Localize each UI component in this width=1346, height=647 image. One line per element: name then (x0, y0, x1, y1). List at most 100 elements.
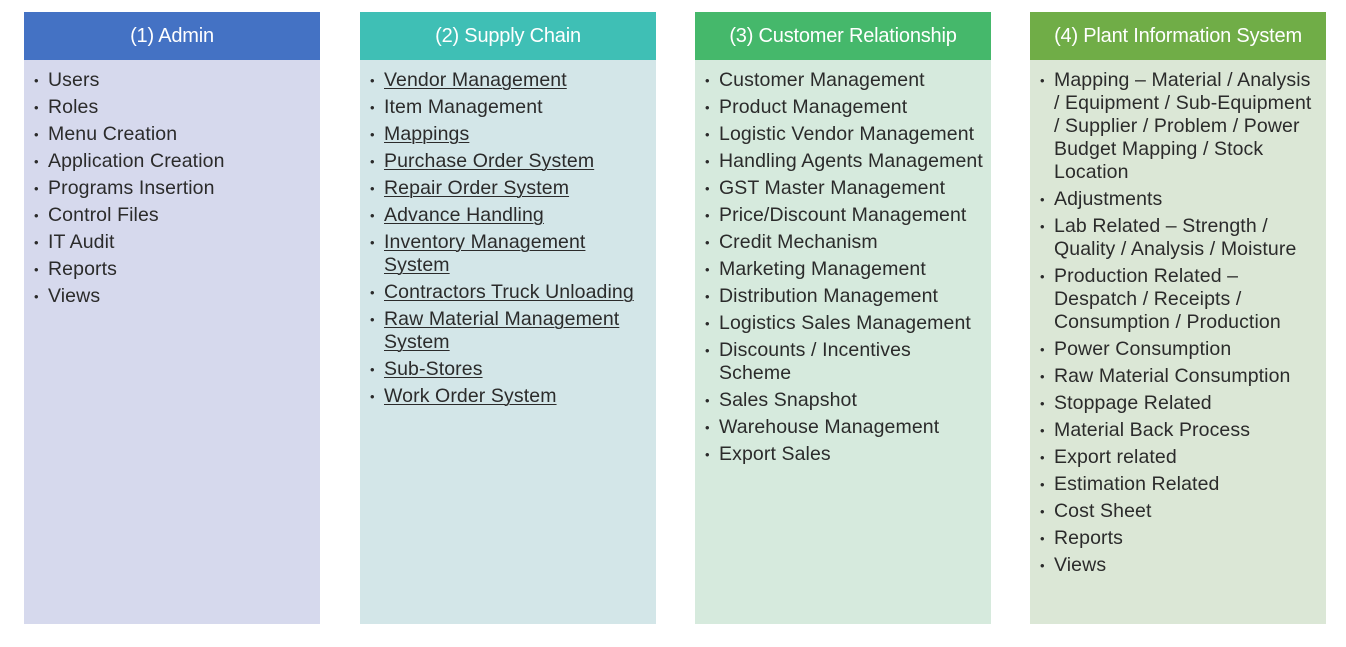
list-item-label: Distribution Management (719, 285, 939, 307)
list-item-label: Control Files (48, 204, 159, 226)
list-item-label: Credit Mechanism (719, 231, 878, 253)
list-item: Programs Insertion (34, 177, 312, 200)
list-item-label: Customer Management (719, 69, 925, 91)
list-item: Power Consumption (1040, 338, 1318, 361)
module-link-item[interactable]: Sub-Stores (370, 358, 648, 381)
list-item: Estimation Related (1040, 473, 1318, 496)
list-item: Credit Mechanism (705, 231, 983, 254)
list-item: Control Files (34, 204, 312, 227)
column-body-supply-chain: Vendor ManagementItem ManagementMappings… (360, 60, 656, 624)
list-item-label: Item Management (384, 96, 543, 118)
list-item-label: GST Master Management (719, 177, 946, 199)
list-item: IT Audit (34, 231, 312, 254)
column-admin: (1) Admin UsersRolesMenu CreationApplica… (24, 12, 320, 624)
module-link-item[interactable]: Purchase Order System (370, 150, 648, 173)
list-item: Menu Creation (34, 123, 312, 146)
list-item-label: Cost Sheet (1054, 500, 1152, 522)
module-link-item[interactable]: Inventory Management System (370, 231, 648, 277)
module-link-item[interactable]: Advance Handling (370, 204, 648, 227)
list-item-label: Price/Discount Management (719, 204, 967, 226)
list-item-label: Mapping – Material / Analysis / Equipmen… (1054, 69, 1312, 183)
list-item: Warehouse Management (705, 416, 983, 439)
customer-relationship-item-list: Customer ManagementProduct ManagementLog… (705, 69, 983, 466)
list-item: Reports (1040, 527, 1318, 550)
list-item-label: Raw Material Management System (384, 308, 620, 353)
list-item: Discounts / Incentives Scheme (705, 339, 983, 385)
list-item: Customer Management (705, 69, 983, 92)
list-item: Cost Sheet (1040, 500, 1318, 523)
list-item-label: Purchase Order System (384, 150, 595, 172)
list-item-label: Warehouse Management (719, 416, 940, 438)
list-item-label: Vendor Management (384, 69, 567, 91)
column-header-supply-chain: (2) Supply Chain (360, 12, 656, 60)
list-item: GST Master Management (705, 177, 983, 200)
list-item: Logistics Sales Management (705, 312, 983, 335)
list-item-label: Export Sales (719, 443, 831, 465)
column-header-admin: (1) Admin (24, 12, 320, 60)
list-item: Export Sales (705, 443, 983, 466)
list-item: Material Back Process (1040, 419, 1318, 442)
list-item-label: Power Consumption (1054, 338, 1232, 360)
list-item-label: Roles (48, 96, 99, 118)
column-body-customer-relationship: Customer ManagementProduct ManagementLog… (695, 60, 991, 624)
list-item-label: Logistics Sales Management (719, 312, 971, 334)
list-item-label: Repair Order System (384, 177, 570, 199)
list-item-label: Programs Insertion (48, 177, 215, 199)
column-body-admin: UsersRolesMenu CreationApplication Creat… (24, 60, 320, 624)
list-item-label: Raw Material Consumption (1054, 365, 1291, 387)
list-item-label: Adjustments (1054, 188, 1163, 210)
column-supply-chain: (2) Supply Chain Vendor ManagementItem M… (360, 12, 656, 624)
list-item-label: Export related (1054, 446, 1177, 468)
list-item-label: IT Audit (48, 231, 115, 253)
module-link-item[interactable]: Raw Material Management System (370, 308, 648, 354)
list-item-label: Marketing Management (719, 258, 926, 280)
list-item: Raw Material Consumption (1040, 365, 1318, 388)
list-item: Production Related – Despatch / Receipts… (1040, 265, 1318, 334)
list-item-label: Logistic Vendor Management (719, 123, 975, 145)
list-item: Item Management (370, 96, 648, 119)
column-customer-relationship: (3) Customer Relationship Customer Manag… (695, 12, 991, 624)
list-item-label: Production Related – Despatch / Receipts… (1054, 265, 1281, 333)
list-item: Export related (1040, 446, 1318, 469)
list-item-label: Material Back Process (1054, 419, 1251, 441)
module-link-item[interactable]: Work Order System (370, 385, 648, 408)
column-header-plant-information-system: (4) Plant Information System (1030, 12, 1326, 60)
list-item: Sales Snapshot (705, 389, 983, 412)
list-item-label: Estimation Related (1054, 473, 1220, 495)
module-link-item[interactable]: Repair Order System (370, 177, 648, 200)
module-link-item[interactable]: Vendor Management (370, 69, 648, 92)
list-item-label: Lab Related – Strength / Quality / Analy… (1054, 215, 1297, 260)
list-item: Roles (34, 96, 312, 119)
list-item-label: Views (48, 285, 101, 307)
list-item-label: Views (1054, 554, 1107, 576)
list-item-label: Users (48, 69, 100, 91)
list-item-label: Application Creation (48, 150, 225, 172)
list-item: Product Management (705, 96, 983, 119)
list-item-label: Work Order System (384, 385, 557, 407)
column-plant-information-system: (4) Plant Information System Mapping – M… (1030, 12, 1326, 624)
list-item: Adjustments (1040, 188, 1318, 211)
list-item-label: Reports (48, 258, 117, 280)
admin-item-list: UsersRolesMenu CreationApplication Creat… (34, 69, 312, 308)
list-item-label: Sub-Stores (384, 358, 483, 380)
list-item-label: Menu Creation (48, 123, 178, 145)
list-item: Views (1040, 554, 1318, 577)
plant-information-system-item-list: Mapping – Material / Analysis / Equipmen… (1040, 69, 1318, 577)
list-item: Application Creation (34, 150, 312, 173)
column-header-customer-relationship: (3) Customer Relationship (695, 12, 991, 60)
list-item-label: Inventory Management System (384, 231, 586, 276)
list-item-label: Mappings (384, 123, 470, 145)
list-item-label: Advance Handling (384, 204, 544, 226)
list-item-label: Product Management (719, 96, 908, 118)
list-item: Marketing Management (705, 258, 983, 281)
list-item: Views (34, 285, 312, 308)
list-item-label: Handling Agents Management (719, 150, 983, 172)
module-link-item[interactable]: Contractors Truck Unloading (370, 281, 648, 304)
list-item: Reports (34, 258, 312, 281)
supply-chain-item-list: Vendor ManagementItem ManagementMappings… (370, 69, 648, 408)
list-item: Lab Related – Strength / Quality / Analy… (1040, 215, 1318, 261)
list-item-label: Sales Snapshot (719, 389, 857, 411)
list-item: Price/Discount Management (705, 204, 983, 227)
list-item: Mapping – Material / Analysis / Equipmen… (1040, 69, 1318, 184)
module-link-item[interactable]: Mappings (370, 123, 648, 146)
